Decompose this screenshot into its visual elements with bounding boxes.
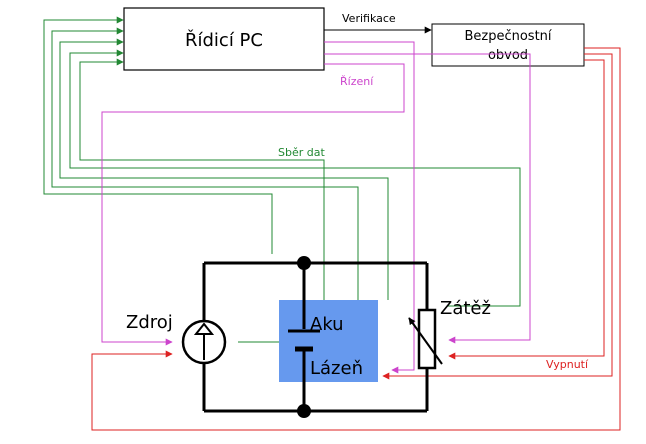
control-pc-label: Řídicí PC	[185, 29, 263, 51]
source-symbol	[181, 319, 227, 365]
safety-circuit-label-line2: obvod	[488, 48, 528, 63]
data-acquisition-label: Sběr dat	[278, 146, 325, 159]
safety-circuit-block: Bezpečnostní obvod	[431, 23, 585, 67]
bath-label: Lázeň	[310, 358, 363, 379]
battery-label: Aku	[310, 314, 344, 335]
node-bottom	[297, 404, 311, 418]
control-label: Řízení	[340, 75, 374, 88]
source-label: Zdroj	[126, 312, 173, 333]
shutdown-lines	[91, 47, 621, 431]
safety-circuit-label-line1: Bezpečnostní	[464, 29, 551, 44]
control-pc-block: Řídicí PC	[123, 7, 325, 71]
verification-signal: Verifikace	[324, 12, 432, 34]
load-label: Zátěž	[440, 298, 491, 319]
node-top	[297, 256, 311, 270]
bath-area	[279, 300, 378, 382]
verification-label: Verifikace	[342, 12, 396, 25]
shutdown-label: Vypnutí	[546, 358, 589, 371]
power-circuit	[202, 256, 429, 418]
control-lines	[101, 41, 531, 374]
load-symbol	[408, 308, 443, 370]
